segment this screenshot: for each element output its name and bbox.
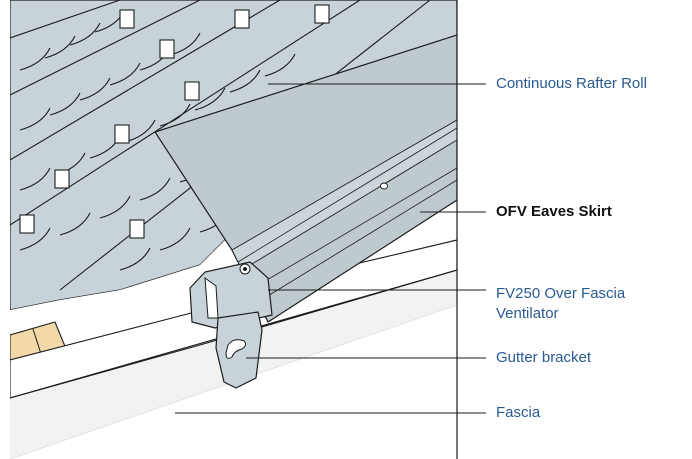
- eaves-skirt: [154, 34, 457, 323]
- eaves-gap: [10, 235, 300, 360]
- label-gutter-bracket: Gutter bracket: [496, 349, 592, 366]
- gutter-bracket: [215, 311, 263, 389]
- label-eaves-skirt: OFV Eaves Skirt: [496, 203, 612, 220]
- label-fascia-ventilator: FV250 Over Fascia Ventilator: [496, 285, 626, 322]
- label-fascia: Fascia: [496, 404, 541, 421]
- fascia-ventilator: [189, 261, 273, 329]
- leader-lines: [175, 83, 486, 414]
- label-rafter-roll: Continuous Rafter Roll: [496, 75, 647, 92]
